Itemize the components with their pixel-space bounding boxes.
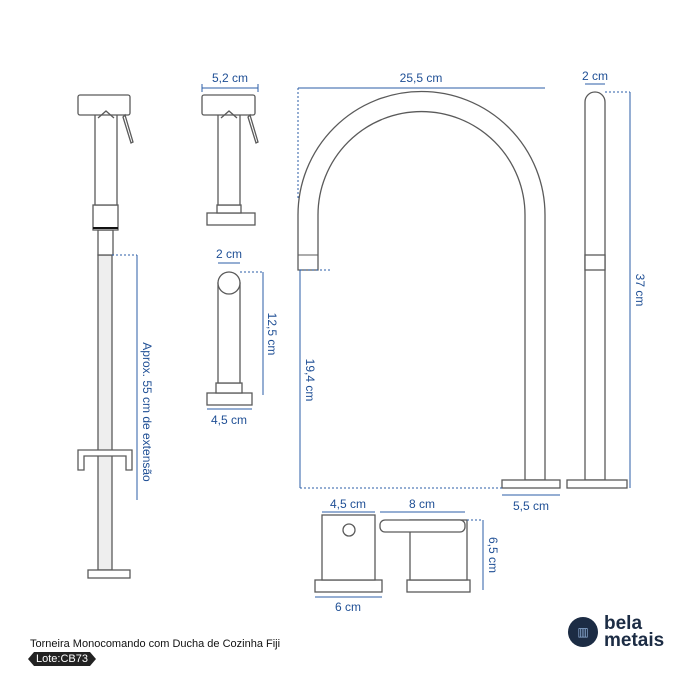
brand-line2: metais: [604, 630, 665, 651]
product-title: Torneira Monocomando com Ducha de Cozinh…: [30, 638, 281, 650]
gooseneck-spout: [297, 90, 561, 489]
faucet-base-label: 5,5 cm: [513, 499, 549, 513]
spout-reach-label: 25,5 cm: [400, 71, 443, 85]
handle-height-label: 37 cm: [633, 274, 647, 307]
lot-badge: Lote:CB73: [28, 652, 96, 666]
faucet-side-profile: [566, 91, 628, 489]
hand-shower-with-hose: [77, 94, 134, 579]
hose-length-label: Aprox. 55 cm de extensão: [140, 342, 154, 482]
brand-logo: ▥ bela metais: [568, 613, 665, 651]
shower-width-label: 5,2 cm: [212, 71, 248, 85]
holder-diameter-label: 2 cm: [216, 247, 242, 261]
valve-side: [379, 519, 471, 593]
valve-width-label: 4,5 cm: [330, 497, 366, 511]
shower-holder: [206, 271, 253, 406]
holder-height-label: 12,5 cm: [265, 313, 279, 356]
valve-front: [314, 514, 383, 593]
brand-line1: bela: [604, 613, 643, 634]
valve-height-label: 6,5 cm: [486, 537, 500, 573]
holder-base-label: 4,5 cm: [211, 413, 247, 427]
spout-height-label: 19,4 cm: [303, 359, 317, 402]
valve-base-label: 6 cm: [335, 600, 361, 614]
handle-diameter-label: 2 cm: [582, 69, 608, 83]
bela-metais-logo-icon: ▥: [568, 617, 598, 647]
shower-head-side: [201, 94, 259, 226]
lever-length-label: 8 cm: [409, 497, 435, 511]
